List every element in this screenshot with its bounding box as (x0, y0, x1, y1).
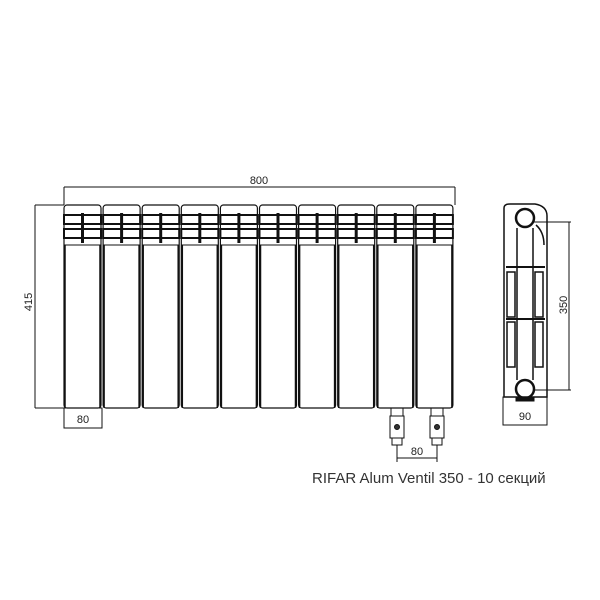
radiator-section (336, 204, 376, 409)
radiator-section (414, 204, 454, 409)
radiator-section (141, 204, 181, 409)
radiator-side-view (503, 203, 548, 402)
dim-label-depth: 90 (519, 411, 531, 423)
dim-label-height: 415 (23, 293, 35, 311)
dim-label-axis-distance: 350 (558, 296, 570, 314)
dim-label-section-width: 80 (77, 414, 89, 426)
dimension-depth: 90 (502, 396, 548, 426)
radiator-section (258, 204, 298, 409)
radiator-section (180, 204, 220, 409)
valve-right (429, 407, 445, 446)
dimension-section-width: 80 (63, 407, 103, 429)
radiator-section (297, 204, 337, 409)
radiator-front-view (63, 204, 454, 409)
radiator-section (63, 204, 102, 409)
radiator-section (375, 204, 415, 409)
dimension-height: 415 (23, 204, 64, 409)
dim-label-total-width: 800 (250, 175, 268, 187)
dimension-total-width: 800 (63, 175, 456, 205)
valves: 80 (389, 407, 445, 462)
dim-label-valve-spacing: 80 (411, 446, 423, 458)
radiator-section (219, 204, 259, 409)
radiator-section (102, 204, 142, 409)
valve-left (389, 407, 405, 446)
product-caption: RIFAR Alum Ventil 350 - 10 секций (312, 470, 546, 487)
dimension-axis-distance: 350 (534, 221, 571, 391)
